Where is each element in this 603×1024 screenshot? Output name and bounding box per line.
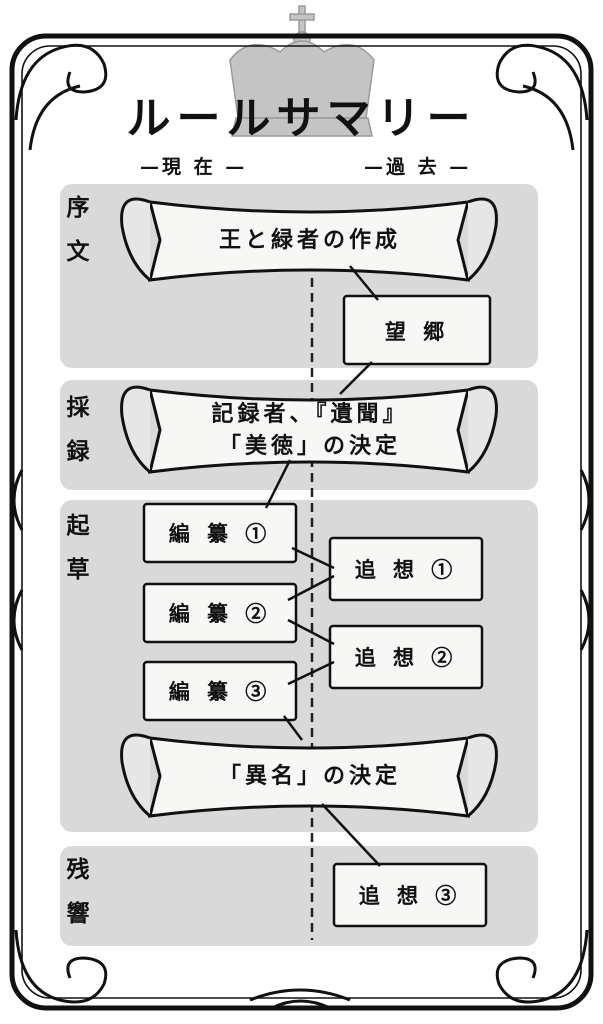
banner-decide-epithet: 「異名」の決定 — [218, 763, 401, 789]
box-tsuisou-3: 追 想 ③ — [358, 883, 462, 908]
section-label-sairoku: 採録 — [66, 394, 90, 465]
crown-icon — [229, 5, 375, 137]
banner-decide-recorder-line1: 記録者、『遺聞』 — [211, 401, 409, 427]
section-label-zankyo: 残響 — [66, 856, 90, 927]
section-label-jobun: 序文 — [66, 194, 90, 265]
box-shapes — [142, 294, 492, 928]
banner-create-king: 王と緑者の作成 — [218, 227, 401, 253]
flow-connectors — [264, 265, 381, 867]
box-hensan-3: 編 纂 ③ — [168, 679, 272, 704]
page-title: ルールサマリー — [126, 93, 477, 144]
banner-scroll — [120, 385, 498, 474]
box-boukyou: 望 郷 — [384, 319, 450, 344]
box-tsuisou-1: 追 想 ① — [354, 557, 458, 582]
header-present: —現 在 — — [140, 156, 248, 178]
box-hensan-1: 編 纂 ① — [168, 521, 272, 546]
box-hensan-2: 編 纂 ② — [168, 601, 272, 626]
banner-scroll — [120, 197, 498, 282]
banner-scroll — [120, 733, 498, 818]
ornamental-frame — [9, 33, 594, 1011]
box-tsuisou-2: 追 想 ② — [354, 645, 458, 670]
corner-flourish-icon — [12, 43, 591, 1010]
header-past: —過 去 — — [364, 156, 472, 178]
section-label-kiso: 起草 — [66, 512, 90, 583]
banner-decide-recorder-line2: 「美徳」の決定 — [218, 433, 401, 459]
